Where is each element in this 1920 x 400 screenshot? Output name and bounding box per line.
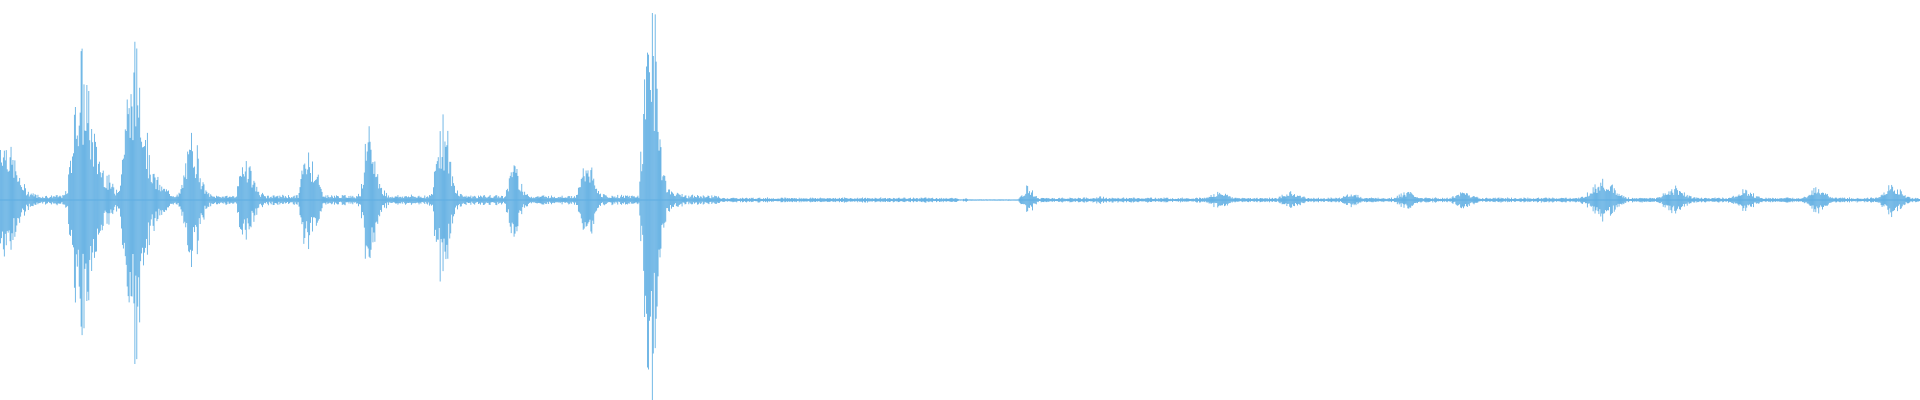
- waveform-bars: [0, 13, 1920, 400]
